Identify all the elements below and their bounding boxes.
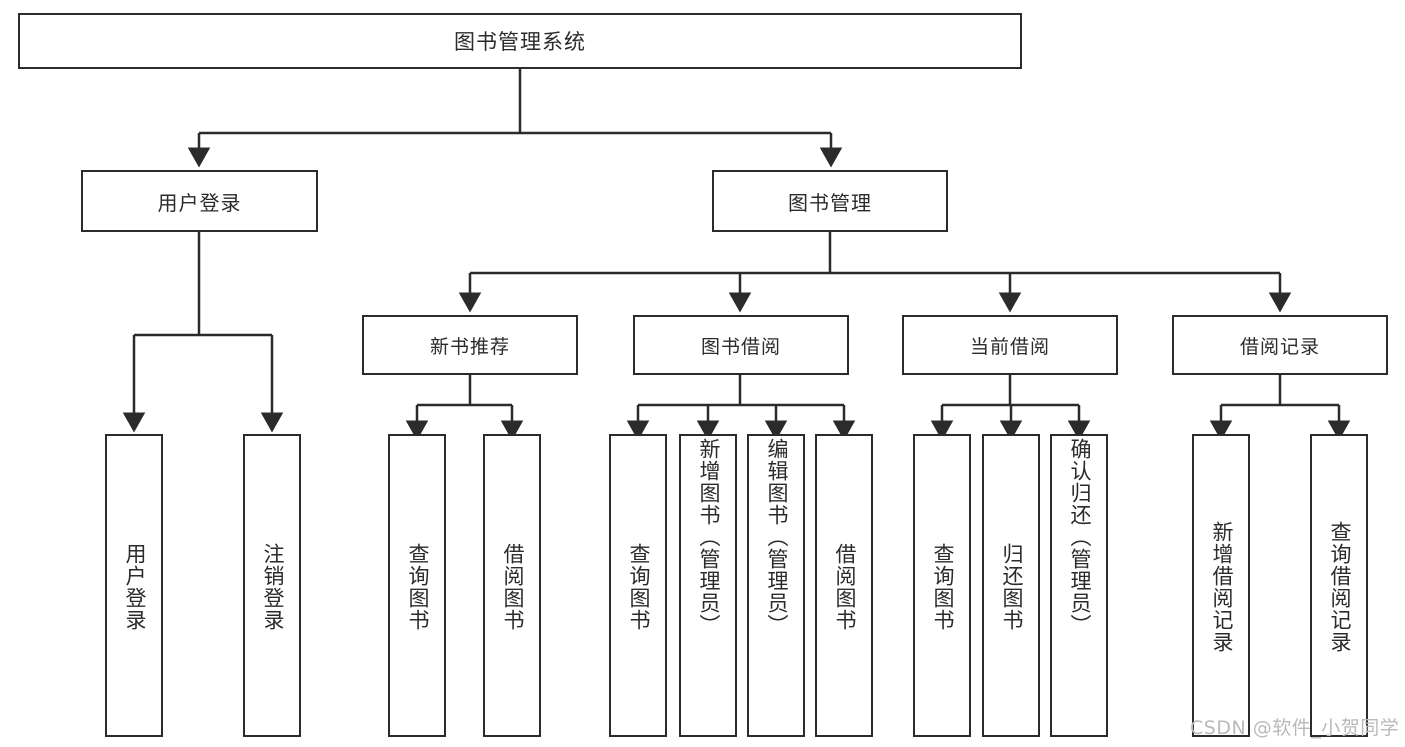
- node-leaf-logout[interactable]: 注销登录: [243, 434, 301, 737]
- node-leaf-query-book-1[interactable]: 查询图书: [388, 434, 446, 737]
- node-leaf-edit-book[interactable]: 编辑图书（管理员）: [747, 434, 805, 737]
- node-leaf-borrow-book-2-label: 借阅图书: [832, 542, 857, 631]
- node-leaf-add-book[interactable]: 新增图书（管理员）: [679, 434, 737, 737]
- node-root-label: 图书管理系统: [454, 30, 586, 54]
- node-current-borrow-label: 当前借阅: [969, 335, 1050, 358]
- node-leaf-edit-book-label: 编辑图书（管理员）: [764, 438, 789, 636]
- node-leaf-confirm-return-label: 确认归还（管理员）: [1067, 438, 1092, 636]
- node-leaf-query-book-3[interactable]: 查询图书: [913, 434, 971, 737]
- node-leaf-borrow-book-1[interactable]: 借阅图书: [483, 434, 541, 737]
- leaf-text-wrapper: 借阅图书: [485, 438, 539, 735]
- node-leaf-confirm-return[interactable]: 确认归还（管理员）: [1050, 434, 1108, 737]
- node-leaf-return-book-label: 归还图书: [999, 542, 1024, 631]
- node-leaf-query-book-2-label: 查询图书: [626, 542, 651, 631]
- watermark-text: CSDN @软件_小贺同学: [1190, 717, 1400, 739]
- node-book-manage-label: 图书管理: [788, 190, 872, 215]
- leaf-text-wrapper: 查询图书: [611, 438, 665, 735]
- leaf-text-wrapper: 用户登录: [107, 438, 161, 735]
- node-leaf-logout-label: 注销登录: [260, 542, 285, 631]
- leaf-text-wrapper: 归还图书: [984, 438, 1038, 735]
- node-new-book-recommend[interactable]: 新书推荐: [362, 315, 578, 375]
- node-leaf-add-record[interactable]: 新增借阅记录: [1192, 434, 1250, 737]
- node-leaf-add-record-label: 新增借阅记录: [1209, 520, 1234, 653]
- node-borrow-record-label: 借阅记录: [1239, 335, 1320, 358]
- node-current-borrow[interactable]: 当前借阅: [902, 315, 1118, 375]
- node-leaf-borrow-book-2[interactable]: 借阅图书: [815, 434, 873, 737]
- leaf-text-wrapper: 查询图书: [390, 438, 444, 735]
- node-book-borrow[interactable]: 图书借阅: [633, 315, 849, 375]
- node-root[interactable]: 图书管理系统: [18, 13, 1022, 69]
- node-book-borrow-label: 图书借阅: [700, 335, 781, 358]
- node-leaf-query-book-2[interactable]: 查询图书: [609, 434, 667, 737]
- leaf-text-wrapper: 查询图书: [915, 438, 969, 735]
- node-borrow-record[interactable]: 借阅记录: [1172, 315, 1388, 375]
- leaf-text-wrapper: 新增借阅记录: [1194, 438, 1248, 735]
- leaf-text-wrapper: 新增图书（管理员）: [681, 438, 735, 735]
- node-leaf-query-record-label: 查询借阅记录: [1327, 520, 1352, 653]
- node-new-book-recommend-label: 新书推荐: [429, 335, 510, 358]
- node-leaf-user-login[interactable]: 用户登录: [105, 434, 163, 737]
- node-leaf-query-record[interactable]: 查询借阅记录: [1310, 434, 1368, 737]
- leaf-text-wrapper: 注销登录: [245, 438, 299, 735]
- node-leaf-query-book-1-label: 查询图书: [405, 542, 430, 631]
- node-user-login-label: 用户登录: [157, 190, 242, 215]
- leaf-text-wrapper: 编辑图书（管理员）: [749, 438, 803, 735]
- leaf-text-wrapper: 确认归还（管理员）: [1052, 438, 1106, 735]
- leaf-text-wrapper: 借阅图书: [817, 438, 871, 735]
- node-leaf-return-book[interactable]: 归还图书: [982, 434, 1040, 737]
- node-user-login[interactable]: 用户登录: [81, 170, 318, 232]
- node-leaf-query-book-3-label: 查询图书: [930, 542, 955, 631]
- leaf-text-wrapper: 查询借阅记录: [1312, 438, 1366, 735]
- node-book-manage[interactable]: 图书管理: [712, 170, 948, 232]
- node-leaf-user-login-label: 用户登录: [122, 542, 147, 631]
- node-leaf-borrow-book-1-label: 借阅图书: [500, 542, 525, 631]
- node-leaf-add-book-label: 新增图书（管理员）: [696, 438, 721, 636]
